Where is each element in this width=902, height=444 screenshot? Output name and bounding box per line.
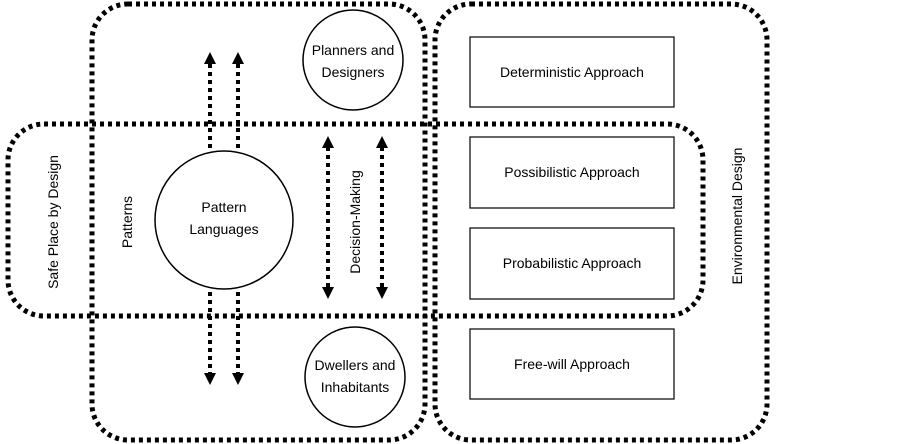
decision-making-label: Decision-Making [347,170,363,273]
dwellers-inhabitants-circle [304,326,406,428]
free-will-approach-label: Free-will Approach [514,356,630,372]
deterministic-approach-label: Deterministic Approach [500,64,644,80]
patterns-label: Patterns [119,196,135,248]
deterministic-approach-box [469,36,675,108]
planners-designers-circle [302,9,404,111]
probabilistic-approach-box [469,227,675,300]
environmental-design-region-outline [432,1,770,443]
safe-place-label: Safe Place by Design [45,155,61,289]
environmental-design-label: Environmental Design [729,148,745,285]
down-arrow-left-head [204,373,216,385]
planners-label-line1: Planners and [312,42,395,58]
pattern-languages-circle [154,150,294,290]
safe-place-region-outline [5,121,706,319]
decision-arrow-left-top-head [322,136,334,148]
decision-arrow-right-top-head [376,136,388,148]
probabilistic-approach-label: Probabilistic Approach [503,255,642,271]
up-arrow-left-head [204,52,216,64]
planners-label-line2: Designers [321,64,384,80]
up-arrow-right-head [232,52,244,64]
possibilistic-approach-box [469,136,675,209]
patterns-region-outline [89,1,428,443]
dwellers-label-line1: Dwellers and [315,357,396,373]
dwellers-label-line2: Inhabitants [321,379,390,395]
decision-arrow-right-bottom-head [376,287,388,299]
free-will-approach-box [469,328,675,400]
pattern-languages-label-line2: Languages [189,221,258,237]
decision-arrow-left-bottom-head [322,287,334,299]
pattern-languages-label-line1: Pattern [201,199,246,215]
possibilistic-approach-label: Possibilistic Approach [504,164,639,180]
down-arrow-right-head [232,373,244,385]
